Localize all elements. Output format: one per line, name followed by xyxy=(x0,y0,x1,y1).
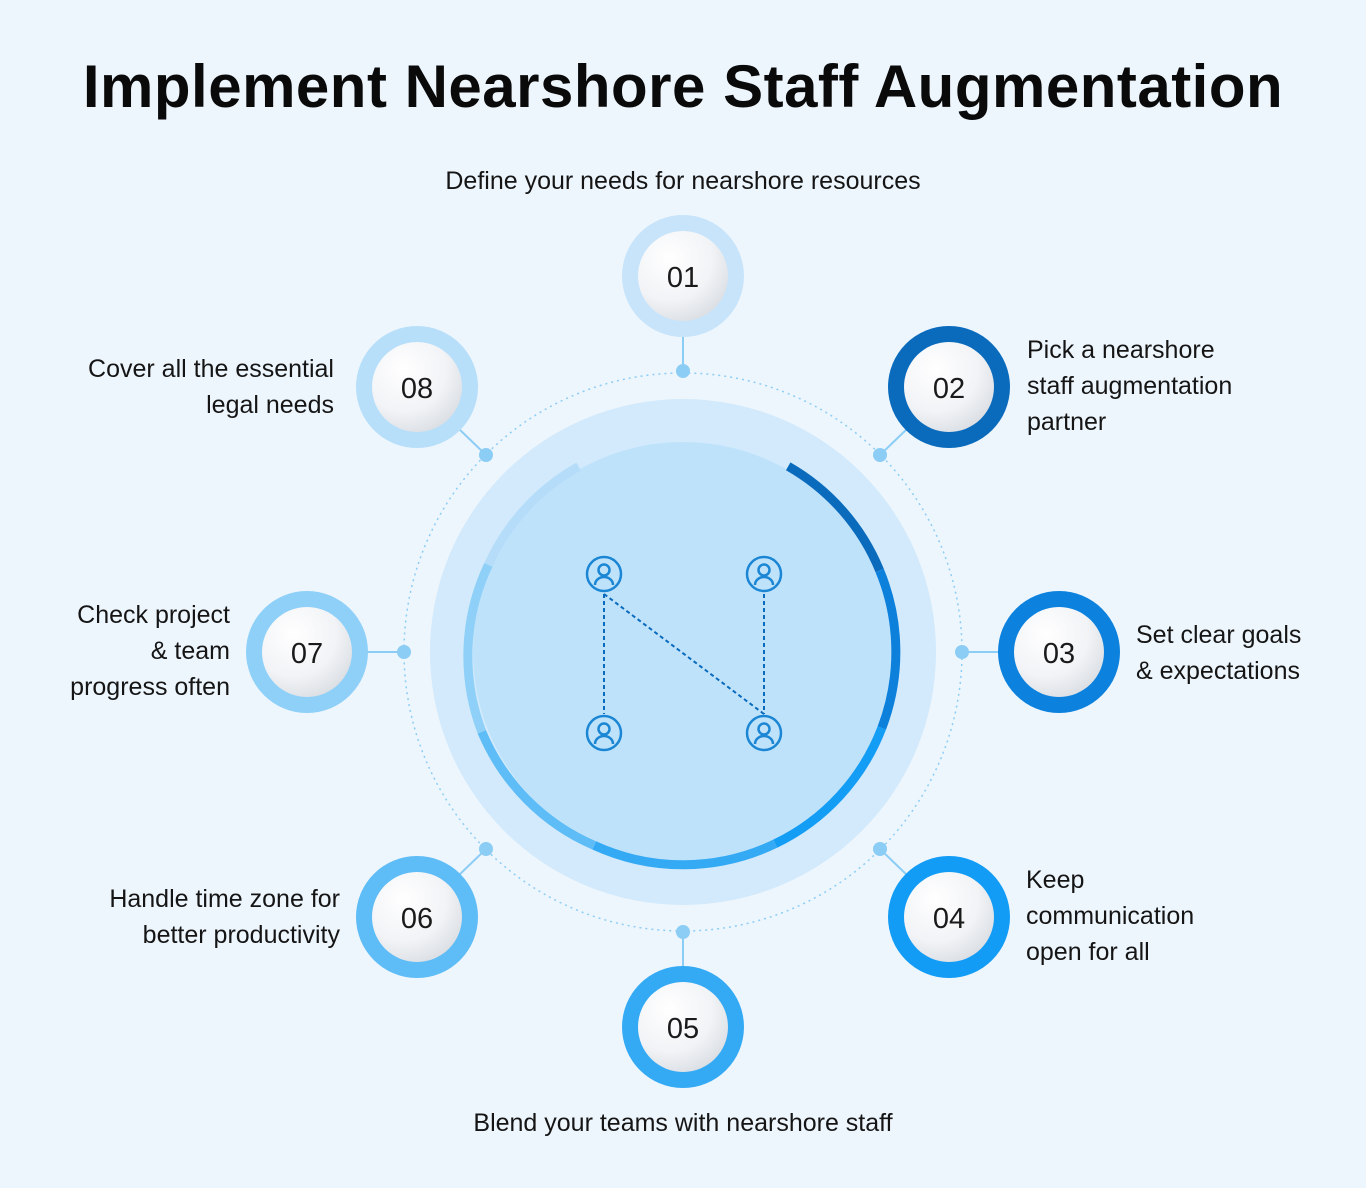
segment-ring xyxy=(463,462,901,870)
orbit-dot-04 xyxy=(873,842,887,856)
orbit-dot-01 xyxy=(676,364,690,378)
user-circle-icon xyxy=(585,555,623,593)
step-label-01: Define your needs for nearshore resource… xyxy=(445,167,921,195)
step-label-05: Blend your teams with nearshore staff xyxy=(473,1109,893,1137)
orbit-dot-08 xyxy=(479,448,493,462)
step-label-02: Pick a nearshore staff augmentation part… xyxy=(1027,336,1233,436)
step-number-05: 05 xyxy=(667,1013,699,1045)
step-badge-08: 08 xyxy=(356,326,478,448)
step-number-01: 01 xyxy=(667,262,699,294)
step-label-08: Cover all the essential legal needs xyxy=(88,355,334,419)
step-number-02: 02 xyxy=(933,373,965,405)
step-label-03: Set clear goals & expectations xyxy=(1136,621,1302,685)
orbit-dot-06 xyxy=(479,842,493,856)
step-number-07: 07 xyxy=(291,638,323,670)
orbit-dot-03 xyxy=(955,645,969,659)
orbit-dot-05 xyxy=(676,925,690,939)
step-badge-07: 07 xyxy=(246,591,368,713)
orbit-dot-02 xyxy=(873,448,887,462)
step-label-06: Handle time zone for better productivity xyxy=(109,885,340,949)
user-circle-icon xyxy=(585,714,623,752)
user-circle-icon xyxy=(745,714,783,752)
step-number-04: 04 xyxy=(933,903,965,935)
step-badge-03: 03 xyxy=(998,591,1120,713)
orbit-dot-07 xyxy=(397,645,411,659)
step-badge-05: 05 xyxy=(622,966,744,1088)
step-badge-06: 06 xyxy=(356,856,478,978)
step-badge-01: 01 xyxy=(622,215,744,337)
step-label-04: Keep communication open for all xyxy=(1026,866,1195,966)
step-number-08: 08 xyxy=(401,373,433,405)
user-circle-icon xyxy=(745,555,783,593)
step-label-07: Check project & team progress often xyxy=(70,601,230,701)
step-badge-04: 04 xyxy=(888,856,1010,978)
page-title: Implement Nearshore Staff Augmentation xyxy=(82,53,1284,120)
center-network xyxy=(585,555,783,752)
step-number-06: 06 xyxy=(401,903,433,935)
step-number-03: 03 xyxy=(1043,638,1075,670)
step-badge-02: 02 xyxy=(888,326,1010,448)
